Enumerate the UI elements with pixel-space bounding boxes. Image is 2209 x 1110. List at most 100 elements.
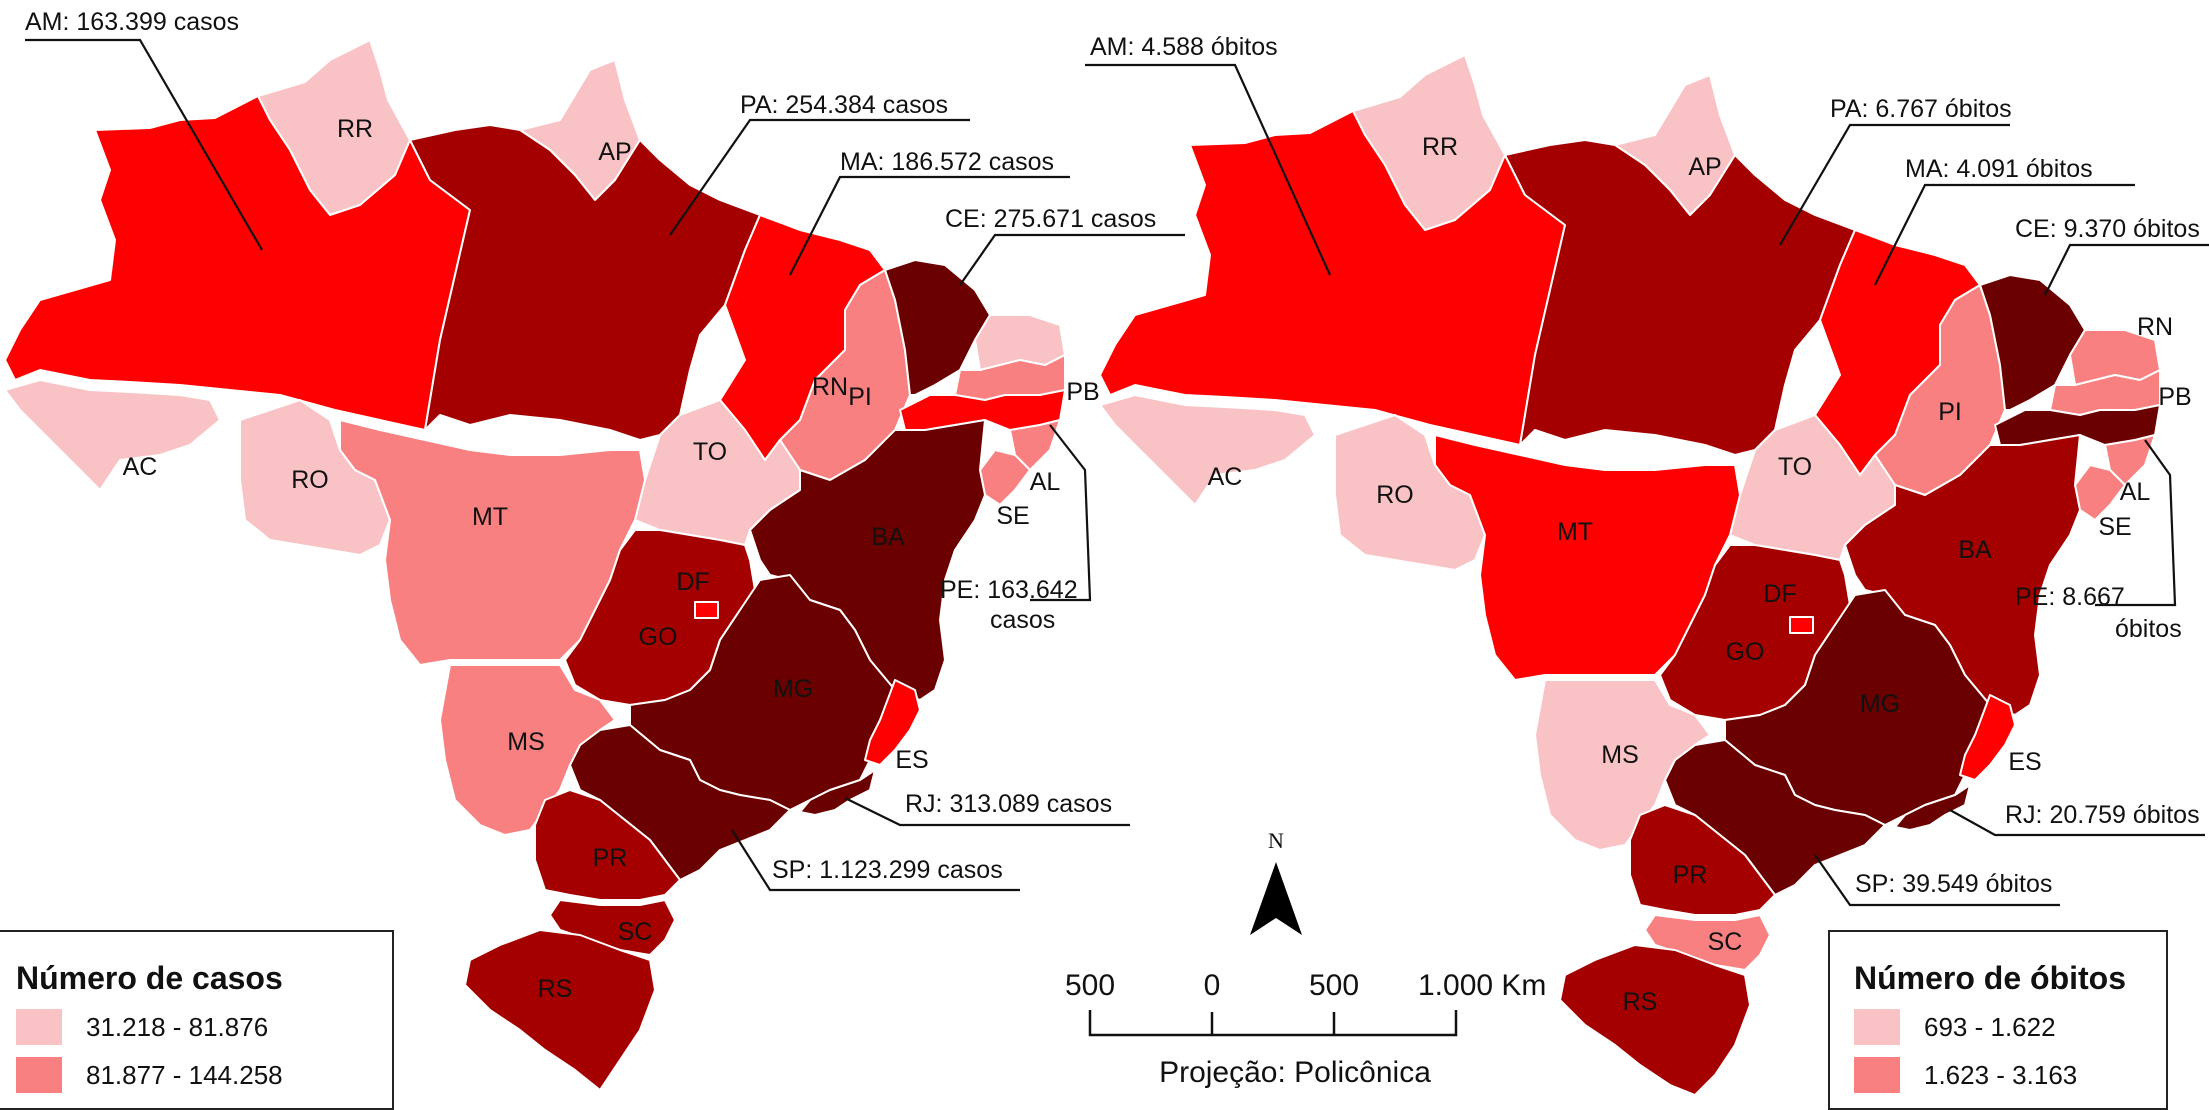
state-ba	[1844, 434, 2081, 716]
legend-item: 693 - 1.622	[1854, 1009, 2146, 1045]
label-al: AL	[2120, 478, 2151, 506]
label-rr: RR	[337, 115, 373, 143]
north-arrow-left-half	[1250, 862, 1276, 935]
north-arrow-icon: N	[1250, 828, 1302, 935]
state-rj	[1894, 784, 1971, 831]
label-es: ES	[895, 746, 928, 774]
legend-swatch	[1854, 1057, 1900, 1093]
label-pr: PR	[593, 844, 628, 872]
scale-tick-label: 500	[1065, 969, 1115, 1002]
legend-item: 1.623 - 3.163	[1854, 1057, 2146, 1093]
state-am	[4, 95, 471, 431]
label-pr: PR	[1673, 861, 1708, 889]
label-rs: RS	[538, 975, 573, 1003]
north-arrow-right-half	[1276, 862, 1302, 935]
leader-ce	[959, 233, 1185, 286]
label-ap: AP	[598, 138, 631, 166]
label-ms: MS	[1601, 741, 1639, 769]
state-sp	[569, 724, 791, 881]
state-ba	[749, 419, 986, 701]
leader-rj	[1949, 809, 2205, 837]
label-ms: MS	[507, 728, 545, 756]
label-rn: RN	[812, 373, 848, 401]
callout-ce: CE: 275.671 casos	[945, 205, 1156, 233]
callout-ma: MA: 186.572 casos	[840, 148, 1054, 176]
leader-pe	[1030, 424, 1092, 602]
state-ms	[1534, 679, 1711, 851]
legend-deaths: Número de óbitos 693 - 1.622 1.623 - 3.1…	[1828, 930, 2168, 1110]
state-ac	[4, 379, 221, 491]
state-rs	[464, 929, 656, 1091]
label-go: GO	[639, 623, 678, 651]
callout-rj: RJ: 20.759 óbitos	[2005, 801, 2200, 829]
label-ap: AP	[1688, 153, 1721, 181]
leader-sp	[731, 829, 1020, 892]
scale-tick-label: 0	[1204, 969, 1221, 1002]
north-label: N	[1268, 828, 1284, 853]
state-sc	[1644, 914, 1771, 971]
label-rn: RN	[2137, 313, 2173, 341]
leader-rj	[844, 797, 1130, 827]
callout-pa: PA: 6.767 óbitos	[1830, 95, 2012, 123]
state-ro	[1334, 414, 1486, 571]
legend-cases: Número de casos 31.218 - 81.876 81.877 -…	[0, 930, 394, 1110]
deaths-map: RR AP RN PB PI TO AC RO MT AL SE BA DF G…	[1085, 33, 2209, 1095]
label-pb: PB	[2158, 383, 2191, 411]
leader-pa	[669, 118, 970, 236]
scale-bar-line	[1088, 1010, 1458, 1037]
label-ba: BA	[1958, 536, 1992, 564]
label-rr: RR	[1422, 133, 1458, 161]
callout-rj: RJ: 313.089 casos	[905, 790, 1112, 818]
state-rj	[799, 769, 876, 816]
state-am	[1099, 110, 1566, 446]
scale-bar: 500 0 500 1.000 Km Projeção: Policônica	[1065, 969, 1546, 1089]
label-mg: MG	[1860, 690, 1900, 718]
legend-title: Número de óbitos	[1854, 960, 2127, 996]
state-es	[1959, 694, 2016, 781]
leader-ma	[1874, 183, 2135, 286]
callout-pe-line1: PE: 8.667	[2015, 583, 2125, 611]
cases-map: RR AP RN PB PI TO AC RO MT AL SE BA DF G…	[4, 8, 1185, 1091]
label-al: AL	[1030, 468, 1061, 496]
callout-ce: CE: 9.370 óbitos	[2015, 215, 2200, 243]
label-ac: AC	[1208, 463, 1243, 491]
state-df	[694, 601, 719, 619]
legend-item: 81.877 - 144.258	[16, 1057, 376, 1093]
callout-ma: MA: 4.091 óbitos	[1905, 155, 2093, 183]
label-pb: PB	[1066, 378, 1099, 406]
leader-am	[25, 38, 263, 251]
leader-am	[1085, 63, 1332, 276]
state-ro	[239, 399, 391, 556]
callout-pe-line2: óbitos	[2115, 615, 2182, 643]
label-to: TO	[1778, 453, 1812, 481]
callout-pe-line2: casos	[990, 606, 1055, 634]
state-pa	[1504, 139, 1856, 456]
label-df: DF	[1763, 580, 1796, 608]
state-sc	[549, 899, 676, 956]
callout-am: AM: 163.399 casos	[25, 8, 239, 36]
state-sp	[1664, 739, 1886, 896]
label-mg: MG	[773, 675, 813, 703]
callout-pa: PA: 254.384 casos	[740, 91, 948, 119]
label-se: SE	[996, 502, 1029, 530]
scale-tick-label: 500	[1309, 969, 1359, 1002]
state-ac	[1099, 394, 1316, 506]
legend-title: Número de casos	[16, 960, 283, 996]
label-ac: AC	[123, 453, 158, 481]
label-pi: PI	[848, 383, 872, 411]
label-mt: MT	[1557, 518, 1593, 546]
callout-sp: SP: 1.123.299 casos	[772, 856, 1003, 884]
label-go: GO	[1726, 638, 1765, 666]
label-mt: MT	[472, 503, 508, 531]
state-ms	[439, 664, 616, 836]
label-ro: RO	[291, 466, 329, 494]
label-se: SE	[2098, 513, 2131, 541]
scale-tick-label: 1.000 Km	[1418, 969, 1546, 1002]
label-sc: SC	[618, 918, 653, 946]
leader-pe	[2095, 439, 2177, 607]
leader-ce	[2044, 243, 2209, 296]
callout-am: AM: 4.588 óbitos	[1090, 33, 1278, 61]
label-es: ES	[2008, 748, 2041, 776]
legend-label: 693 - 1.622	[1924, 1011, 2056, 1042]
